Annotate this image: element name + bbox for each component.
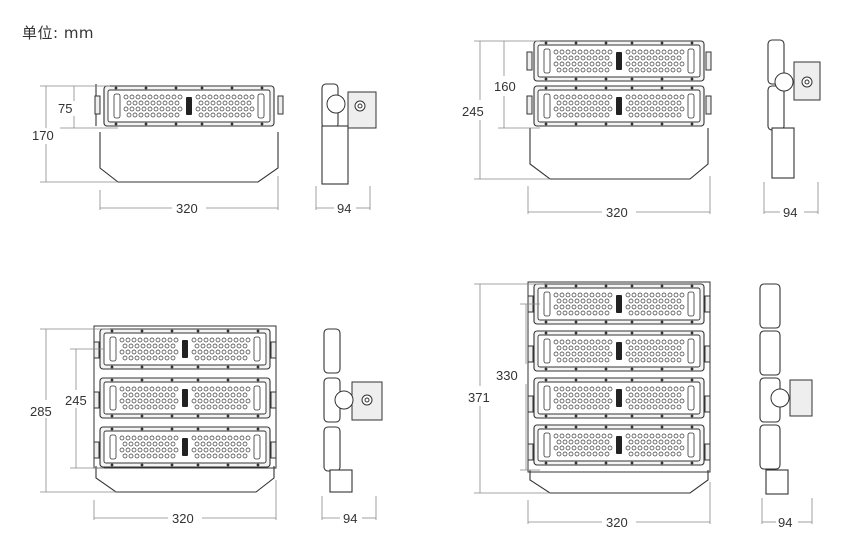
side-view-3-modules xyxy=(323,328,383,493)
side-view-1-module xyxy=(321,83,377,185)
dim-depth-1: 94 xyxy=(337,201,351,216)
dim-width-4: 320 xyxy=(606,515,628,530)
front-view-4-modules xyxy=(527,281,711,494)
dimensions-view-3: 285 245 320 94 xyxy=(30,328,377,526)
dim-width-3: 320 xyxy=(172,511,194,526)
dim-height-1: 170 xyxy=(32,128,54,143)
dimensions-view-2: 245 160 320 94 xyxy=(462,40,819,220)
dim-pitch-4: 330 xyxy=(496,368,518,383)
dim-height-2: 245 xyxy=(462,104,484,119)
unit-label: 单位: mm xyxy=(22,24,95,42)
dim-pitch-1: 75 xyxy=(58,101,72,116)
side-view-2-modules xyxy=(767,39,821,179)
front-view-3-modules xyxy=(93,325,277,493)
dimensions-view-4: 371 330 320 94 xyxy=(468,283,813,530)
side-view-4-modules xyxy=(759,283,813,495)
front-view-1-module xyxy=(94,84,284,183)
dim-depth-2: 94 xyxy=(783,205,797,220)
dim-depth-3: 94 xyxy=(343,511,357,526)
dim-width-2: 320 xyxy=(606,205,628,220)
dimensions-view-1: 170 75 320 94 xyxy=(32,85,371,216)
dim-pitch-2: 160 xyxy=(494,79,516,94)
dim-width-1: 320 xyxy=(176,201,198,216)
dim-pitch-3: 245 xyxy=(65,393,87,408)
dim-height-4: 371 xyxy=(468,390,490,405)
dim-height-3: 285 xyxy=(30,404,52,419)
front-view-2-modules xyxy=(526,40,712,180)
dim-depth-4: 94 xyxy=(778,515,792,530)
